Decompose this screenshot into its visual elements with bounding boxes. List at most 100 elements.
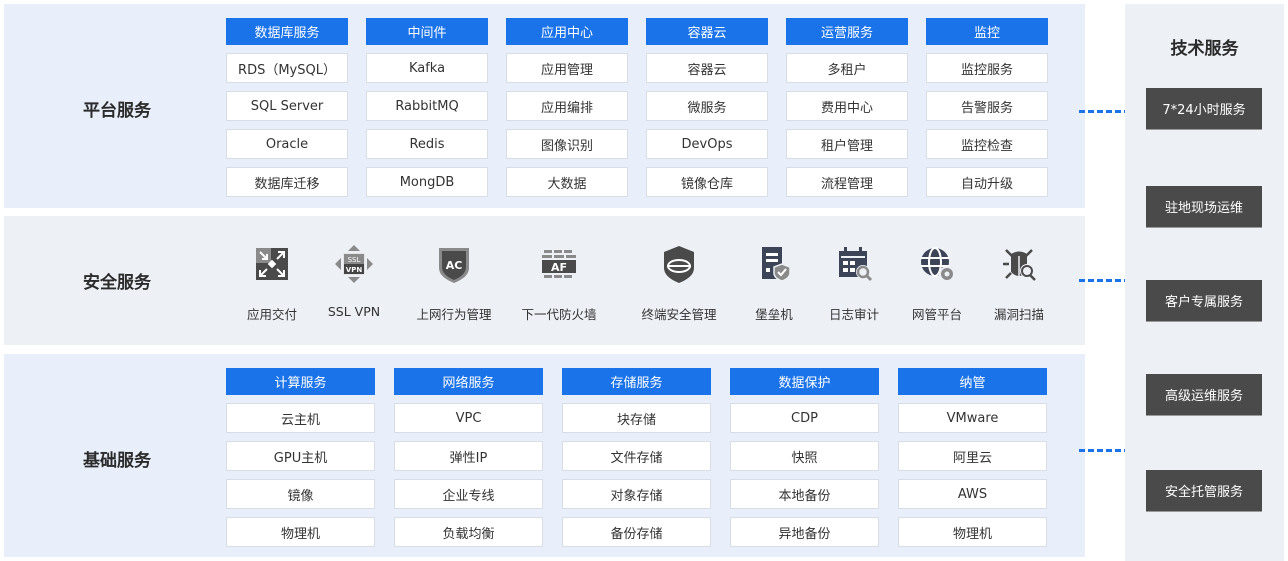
service-cell: 应用编排 xyxy=(506,91,628,121)
service-cell: Oracle xyxy=(226,129,348,159)
service-cell: 弹性IP xyxy=(394,441,543,471)
tech-services-title: 技术服务 xyxy=(1170,39,1239,59)
service-cell: 备份存储 xyxy=(562,517,711,547)
service-cell: 云主机 xyxy=(226,403,375,433)
firewall-icon: AF xyxy=(539,244,579,284)
tech-service-managed-security: 安全托管服务 xyxy=(1146,470,1262,512)
service-cell: 大数据 xyxy=(506,167,628,197)
security-item: 堡垒机 xyxy=(724,244,824,323)
security-item-label: 应用交付 xyxy=(246,307,297,322)
svg-text:VPN: VPN xyxy=(346,266,363,274)
security-item-label: 上网行为管理 xyxy=(416,307,492,322)
security-item-label: 漏洞扫描 xyxy=(993,307,1044,322)
service-cell: 负载均衡 xyxy=(394,517,543,547)
column-header: 纳管 xyxy=(898,368,1047,395)
service-cell: 本地备份 xyxy=(730,479,879,509)
connector-security xyxy=(1079,279,1131,282)
bastion-host-icon xyxy=(754,244,794,284)
security-item: 日志审计 xyxy=(804,244,904,323)
service-cell: Kafka xyxy=(366,53,488,83)
column-header: 存储服务 xyxy=(562,368,711,395)
svg-text:AC: AC xyxy=(446,259,463,272)
ssl-vpn-icon: SSL VPN xyxy=(334,244,374,284)
security-item-label: 网管平台 xyxy=(911,307,962,322)
service-cell: 快照 xyxy=(730,441,879,471)
service-cell: 物理机 xyxy=(226,517,375,547)
security-item: AF 下一代防火墙 xyxy=(509,244,609,323)
ac-shield-icon: AC xyxy=(434,244,474,284)
connector-platform xyxy=(1079,110,1131,113)
service-cell: RDS（MySQL） xyxy=(226,53,348,83)
service-cell: 应用管理 xyxy=(506,53,628,83)
column-header: 容器云 xyxy=(646,18,768,45)
service-column: 计算服务云主机 GPU主机镜像物理机 xyxy=(226,368,375,547)
security-services-title: 安全服务 xyxy=(83,273,151,293)
network-management-icon xyxy=(917,244,957,284)
service-cell: VPC xyxy=(394,403,543,433)
foundation-services-title: 基础服务 xyxy=(83,451,151,471)
security-item-label: 日志审计 xyxy=(828,307,879,322)
column-header: 数据库服务 xyxy=(226,18,348,45)
service-cell: DevOps xyxy=(646,129,768,159)
column-header: 运营服务 xyxy=(786,18,908,45)
tech-service-dedicated: 客户专属服务 xyxy=(1146,280,1262,322)
app-delivery-icon xyxy=(252,244,292,284)
security-item-label: 下一代防火墙 xyxy=(521,307,597,322)
service-cell: Redis xyxy=(366,129,488,159)
service-column: 运营服务多租户费用中心租户管理流程管理 xyxy=(786,18,908,197)
service-cell: 阿里云 xyxy=(898,441,1047,471)
service-cell: 块存储 xyxy=(562,403,711,433)
service-cell: 自动升级 xyxy=(926,167,1048,197)
service-cell: SQL Server xyxy=(226,91,348,121)
service-cell: GPU主机 xyxy=(226,441,375,471)
service-cell: 图像识别 xyxy=(506,129,628,159)
security-item: 应用交付 xyxy=(222,244,322,323)
service-cell: 告警服务 xyxy=(926,91,1048,121)
service-column: 监控监控服务告警服务监控检查自动升级 xyxy=(926,18,1048,197)
tech-service-24x7: 7*24小时服务 xyxy=(1146,88,1262,130)
service-cell: 镜像 xyxy=(226,479,375,509)
service-cell: 镜像仓库 xyxy=(646,167,768,197)
security-item: AC 上网行为管理 xyxy=(404,244,504,323)
security-item: 终端安全管理 xyxy=(629,244,729,323)
column-header: 监控 xyxy=(926,18,1048,45)
service-cell: RabbitMQ xyxy=(366,91,488,121)
service-cell: 对象存储 xyxy=(562,479,711,509)
column-header: 应用中心 xyxy=(506,18,628,45)
service-cell: 费用中心 xyxy=(786,91,908,121)
platform-services-title: 平台服务 xyxy=(83,101,151,121)
svg-text:SSL: SSL xyxy=(348,256,361,264)
tech-service-advanced-ops: 高级运维服务 xyxy=(1146,374,1262,416)
tech-services-panel: 技术服务 7*24小时服务 驻地现场运维 客户专属服务 高级运维服务 安全托管服… xyxy=(1125,4,1284,561)
service-cell: 流程管理 xyxy=(786,167,908,197)
service-column: 应用中心应用管理应用编排图像识别大数据 xyxy=(506,18,628,197)
column-header: 中间件 xyxy=(366,18,488,45)
service-cell: 微服务 xyxy=(646,91,768,121)
column-header: 计算服务 xyxy=(226,368,375,395)
log-audit-icon xyxy=(834,244,874,284)
service-cell: 容器云 xyxy=(646,53,768,83)
vulnerability-scan-icon xyxy=(999,244,1039,284)
service-cell: 租户管理 xyxy=(786,129,908,159)
service-cell: 企业专线 xyxy=(394,479,543,509)
service-cell: 异地备份 xyxy=(730,517,879,547)
service-cell: MongDB xyxy=(366,167,488,197)
security-item: 网管平台 xyxy=(887,244,987,323)
tech-service-onsite: 驻地现场运维 xyxy=(1146,186,1262,228)
endpoint-shield-icon xyxy=(659,244,699,284)
svg-text:AF: AF xyxy=(551,261,567,274)
security-item: 漏洞扫描 xyxy=(969,244,1069,323)
service-cell: 监控服务 xyxy=(926,53,1048,83)
service-cell: 物理机 xyxy=(898,517,1047,547)
service-cell: 数据库迁移 xyxy=(226,167,348,197)
